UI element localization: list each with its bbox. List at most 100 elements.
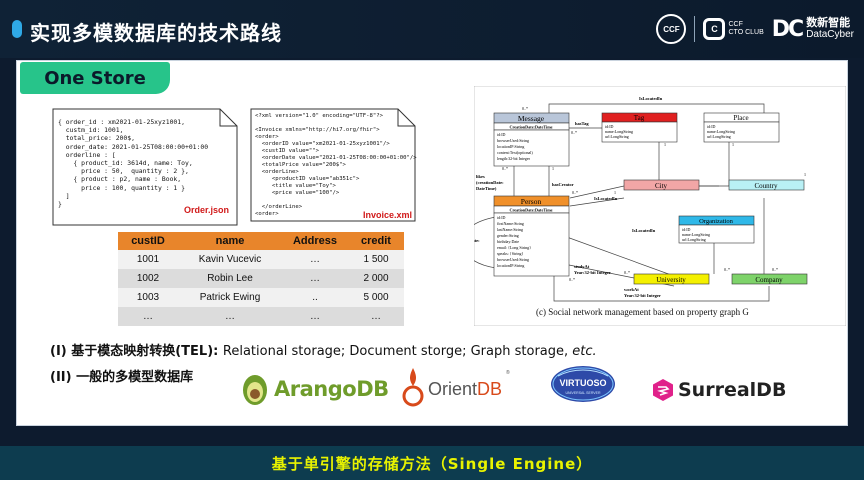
person-field: locationIP:String [497, 263, 524, 268]
footer-text: 基于单引擎的存储方法（Single Engine） [271, 454, 593, 473]
sponsor-logos: CCF C CCF CTO CLUB DC 数新智能 DataCyber [656, 14, 854, 44]
svg-text:0..*: 0..* [502, 166, 508, 171]
slide-title: 实现多模数据库的技术路线 [30, 21, 282, 45]
message-field: locationIP:String [497, 144, 524, 149]
column-header: credit [348, 232, 404, 250]
note-line-1-etc: etc. [572, 344, 597, 359]
place-field: id:ID [707, 124, 716, 129]
node-city-label: City [655, 182, 668, 190]
orientdb-logo: OrientDB ® [402, 366, 510, 412]
edge-likes-line: likes [476, 174, 485, 179]
table-header-row: custID name Address credit [118, 232, 404, 250]
node-university-label: University [656, 276, 686, 284]
order-json-document: { order_id : xm2021-01-25xyz1001, custm_… [52, 108, 238, 226]
node-person-fields: id:ID firstName:String lastName:String g… [497, 215, 532, 268]
node-place-label: Place [733, 114, 748, 122]
virtuoso-logo: VIRTUOSO UNIVERSAL SERVER [548, 364, 618, 404]
property-graph-svg: Message CreationDate:DateTime id:ID brow… [452, 85, 847, 327]
edge-is-located-in-org: IsLocatedIn [632, 228, 656, 233]
one-store-tab: One Store [20, 62, 170, 94]
note-line-1-body: Relational storage; Document storge; Gra… [222, 344, 573, 359]
svg-text:1: 1 [614, 190, 616, 195]
table-row: 1003 Patrick Ewing .. 5 000 [118, 288, 404, 307]
property-graph-figure: Message CreationDate:DateTime id:ID brow… [452, 85, 847, 327]
edge-work-at: workAt Year:32-bit Integer [624, 287, 661, 298]
document-outline [250, 108, 416, 222]
column-header: Address [282, 232, 348, 250]
svg-text:0..*: 0..* [572, 190, 578, 195]
node-message-fields: id:ID browserUsed:String locationIP:Stri… [497, 132, 534, 161]
edge-is-located-in-person: IsLocatedIn [594, 196, 618, 201]
document-outline [52, 108, 238, 226]
node-organization-fields: id:ID name:LongString url:LongString [682, 227, 711, 242]
surrealdb-logo: SurrealDB [652, 378, 786, 402]
table-cell: … [348, 307, 404, 326]
virtuoso-globe-icon: VIRTUOSO UNIVERSAL SERVER [551, 366, 615, 402]
surrealdb-mark-icon [653, 379, 673, 401]
table-cell: … [178, 307, 282, 326]
logo-divider [694, 16, 696, 42]
edge-has-tag: hasTag [575, 121, 589, 126]
note-line-2-text: (II) 一般的多模型数据库 [50, 370, 194, 385]
arangodb-logo: ArangoDB [240, 372, 389, 406]
graph-caption: (c) Social network management based on p… [536, 307, 749, 317]
tag-field: id:ID [605, 124, 614, 129]
node-company-label: Company [755, 276, 783, 284]
node-place-fields: id:ID name:LongString url:LongString [707, 124, 736, 139]
person-field: browserUsed:String [497, 257, 529, 262]
table-row: … … … … [118, 307, 404, 326]
svg-text:0..*: 0..* [571, 130, 577, 135]
tag-field: name:LongString [605, 129, 633, 134]
avocado-icon [243, 375, 267, 405]
edge-likes-line: (creationDate: [476, 180, 504, 185]
edge-work-at-line: Year:32-bit Integer [624, 293, 661, 298]
edge-is-located-in-top: IsLocatedIn [639, 96, 663, 101]
message-field: content:Text(optional) [497, 150, 533, 155]
node-country-label: Country [755, 182, 778, 190]
edge-knows-line: (creationDate: [474, 238, 480, 243]
edge-study-at-line: Year:32-bit Integer [574, 270, 611, 275]
header-bar: 实现多模数据库的技术路线 CCF C CCF CTO CLUB DC 数新智能 … [0, 0, 864, 58]
node-tag-fields: id:ID name:LongString url:LongString [605, 124, 634, 139]
message-field: browserUsed:String [497, 138, 529, 143]
place-field: url:LongString [707, 134, 731, 139]
person-field: id:ID [497, 215, 506, 220]
title-bullet-icon [12, 20, 22, 38]
datacyber-cn: 数新智能 [806, 17, 851, 29]
org-field: id:ID [682, 227, 691, 232]
svg-text:0..*: 0..* [624, 270, 630, 275]
table-cell: … [118, 307, 178, 326]
table-row: 1002 Robin Lee … 2 000 [118, 269, 404, 288]
datacyber-logo: DC 数新智能 DataCyber [772, 17, 854, 42]
order-json-text: { order_id : xm2021-01-25xyz1001, custm_… [58, 118, 209, 209]
svg-text:1: 1 [664, 142, 666, 147]
cto-club-logo: C CCF CTO CLUB [703, 18, 764, 40]
datacyber-en: DataCyber [806, 29, 854, 40]
column-header: custID [118, 232, 178, 250]
orientdb-trademark: ® [506, 370, 510, 376]
person-field: firstName:String [497, 221, 524, 226]
svg-text:1: 1 [804, 172, 806, 177]
cto-mark-icon: C [703, 18, 726, 40]
svg-text:1: 1 [732, 142, 734, 147]
table-cell: Kavin Vucevic [178, 250, 282, 269]
table-cell: … [282, 307, 348, 326]
org-field: name:LongString [682, 232, 710, 237]
message-field: length:32-bit Integer [497, 156, 531, 161]
table-cell: … [282, 250, 348, 269]
relational-table: custID name Address credit 1001 Kavin Vu… [118, 232, 404, 326]
svg-text:0..*: 0..* [522, 106, 528, 111]
surrealdb-text: SurrealDB [678, 379, 787, 401]
table-cell: 1002 [118, 269, 178, 288]
note-line-1: (I) 基于模态映射转换(TEL): Relational storage; D… [50, 340, 597, 359]
person-field: birthday:Date [497, 239, 519, 244]
node-organization-label: Organization [699, 218, 734, 225]
datacyber-mark-icon: DC [771, 16, 804, 42]
table-row: 1001 Kavin Vucevic … 1 500 [118, 250, 404, 269]
arangodb-text: ArangoDB [274, 377, 389, 401]
edge-study-at: studyAt Year:32-bit Integer [574, 264, 611, 275]
node-person-label: Person [521, 197, 542, 206]
node-person-header: CreationDate:DateTime [509, 208, 552, 213]
note-line-1-prefix: (I) 基于模态映射转换(TEL): [50, 344, 223, 359]
node-tag-label: Tag [634, 114, 645, 122]
